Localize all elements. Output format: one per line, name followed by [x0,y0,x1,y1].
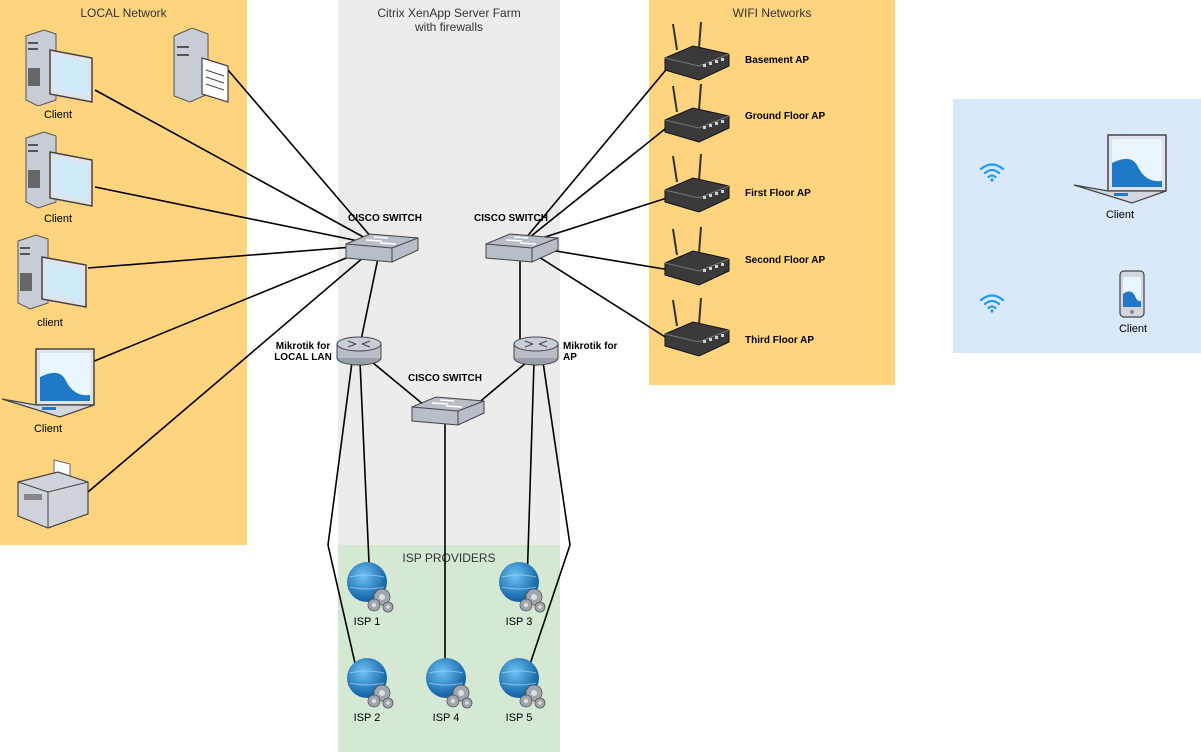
access-point-icon[interactable] [663,82,731,149]
router-right-label: Mikrotik for AP [563,341,618,363]
access-point-icon[interactable] [663,20,731,87]
phone-icon[interactable] [1119,270,1145,318]
wireless-laptop-label: Client [1105,209,1135,221]
isp-globe-icon[interactable] [425,657,477,714]
printer-icon[interactable] [14,458,92,530]
desktop-pc-icon[interactable] [14,233,89,311]
wifi-icon [978,292,1006,314]
isp-providers-title: ISP PROVIDERS [402,551,496,565]
client4-label: Client [33,423,63,435]
client3-label: client [37,317,63,329]
wireless-phone-label: Client [1118,323,1148,335]
switch-right-label: CISCO SWITCH [474,213,548,224]
isp-globe-icon[interactable] [346,657,398,714]
access-point-label: Third Floor AP [745,335,815,346]
isp-label: ISP 3 [505,616,533,628]
server-farm-title-line1: Citrix XenApp Server Farm [377,6,521,20]
switch-icon[interactable] [344,232,420,264]
file-server-icon[interactable] [172,27,232,104]
router-icon[interactable] [336,336,382,366]
switch-left-label: CISCO SWITCH [348,213,422,224]
desktop-pc-icon[interactable] [22,28,97,107]
access-point-label: First Floor AP [745,188,811,199]
isp-label: ISP 1 [353,616,381,628]
laptop-icon[interactable] [0,347,96,419]
access-point-icon[interactable] [663,225,731,292]
access-point-icon[interactable] [663,296,731,363]
wifi-icon [978,161,1006,183]
isp-label: ISP 2 [353,712,381,724]
isp-globe-icon[interactable] [346,561,398,618]
access-point-label: Second Floor AP [745,255,826,266]
switch-icon[interactable] [484,232,560,264]
isp-label: ISP 5 [505,712,533,724]
access-point-label: Basement AP [745,55,810,66]
switch-icon[interactable] [410,395,486,427]
access-point-label: Ground Floor AP [745,111,826,122]
wifi-networks-title: WIFI Networks [732,6,812,20]
desktop-pc-icon[interactable] [22,130,97,210]
router-left-label: Mikrotik for LOCAL LAN [274,341,332,363]
client2-label: Client [43,213,73,225]
router-icon[interactable] [513,336,559,366]
isp-globe-icon[interactable] [498,561,550,618]
isp-globe-icon[interactable] [498,657,550,714]
access-point-icon[interactable] [663,152,731,219]
isp-label: ISP 4 [432,712,460,724]
server-farm-title-line2: with firewalls [414,20,483,34]
laptop-icon[interactable] [1072,133,1168,205]
local-network-title: LOCAL Network [80,6,167,20]
switch-center-label: CISCO SWITCH [408,373,482,384]
client1-label: Client [43,109,73,121]
server-farm-title: Citrix XenApp Server Farm with firewalls [338,6,560,34]
